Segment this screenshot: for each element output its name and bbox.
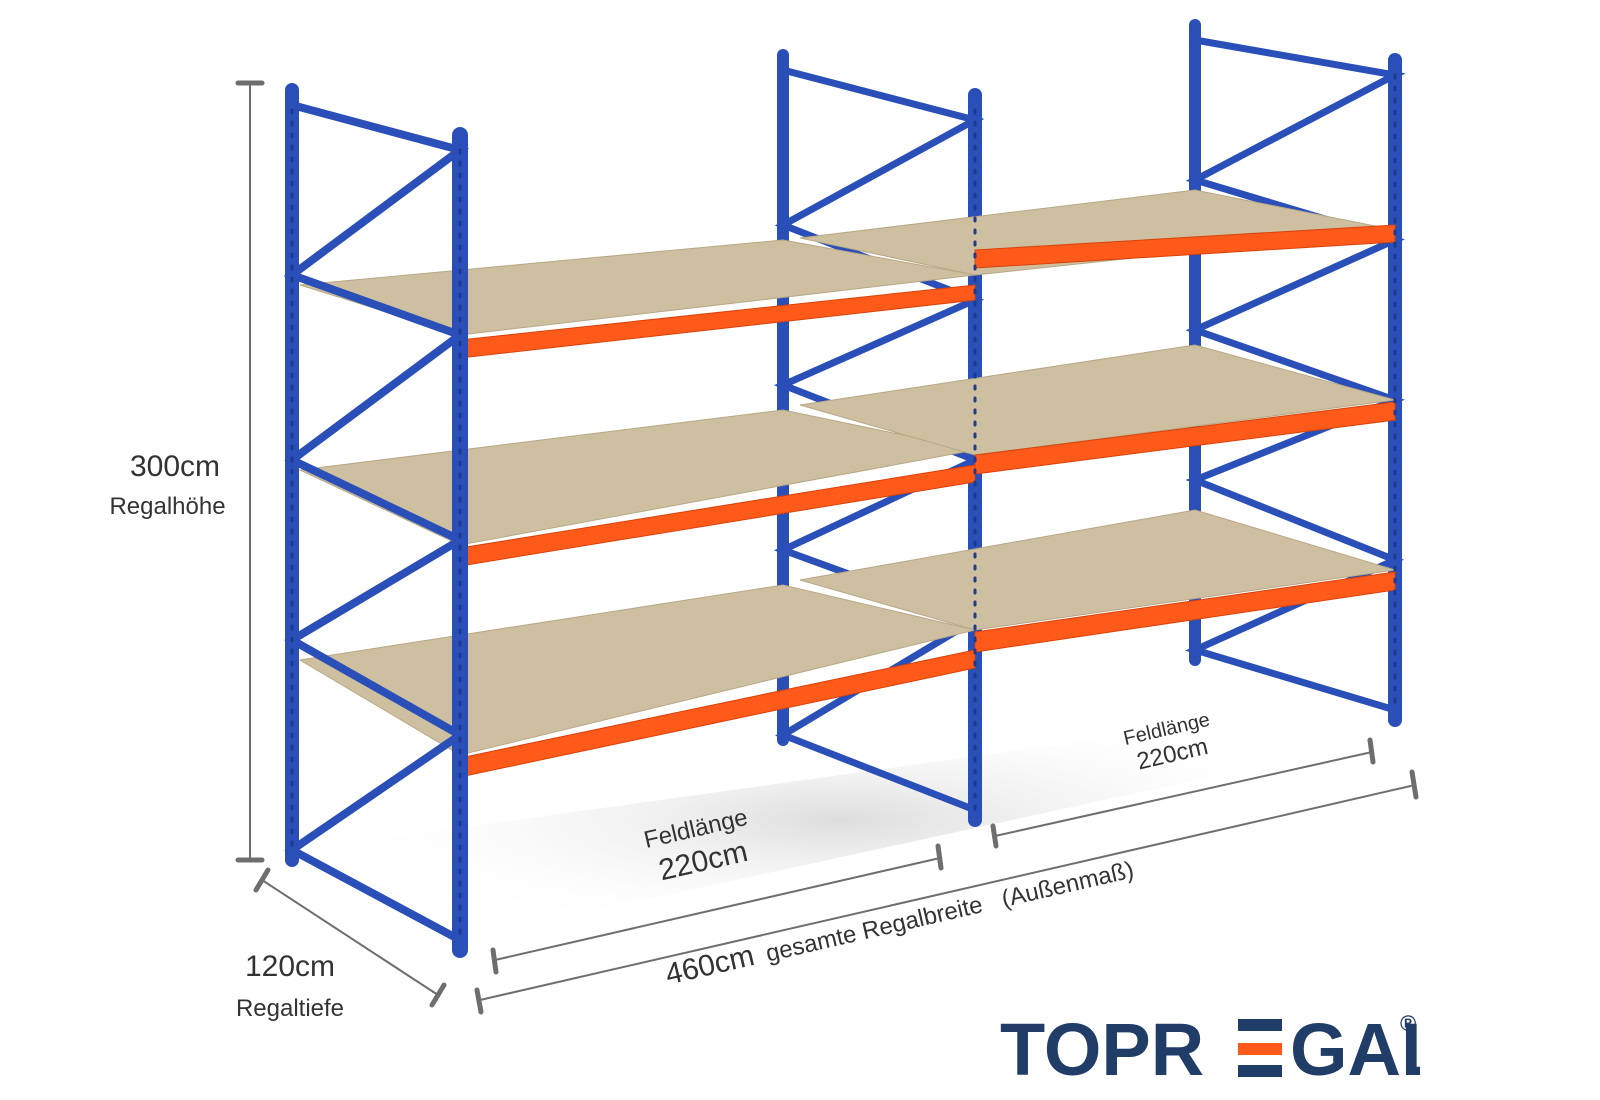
front-frames (283, 73, 1397, 958)
dimension-lines (235, 80, 1419, 1015)
depth-value: 120cm (244, 950, 336, 983)
logo-registered-mark: ® (1400, 1011, 1416, 1036)
depth-label: Regaltiefe (235, 995, 345, 1022)
shelf-levels (298, 189, 1396, 778)
logo-e-mark-icon (1238, 1019, 1282, 1077)
logo-text-left: TOPR (1000, 1008, 1204, 1085)
height-label: Regalhöhe (109, 493, 226, 520)
height-value: 300cm (129, 450, 221, 483)
topregal-logo: TOPR GAL ® (1000, 1005, 1446, 1091)
floor-shadow (300, 700, 1380, 940)
beam-front (974, 401, 1396, 475)
